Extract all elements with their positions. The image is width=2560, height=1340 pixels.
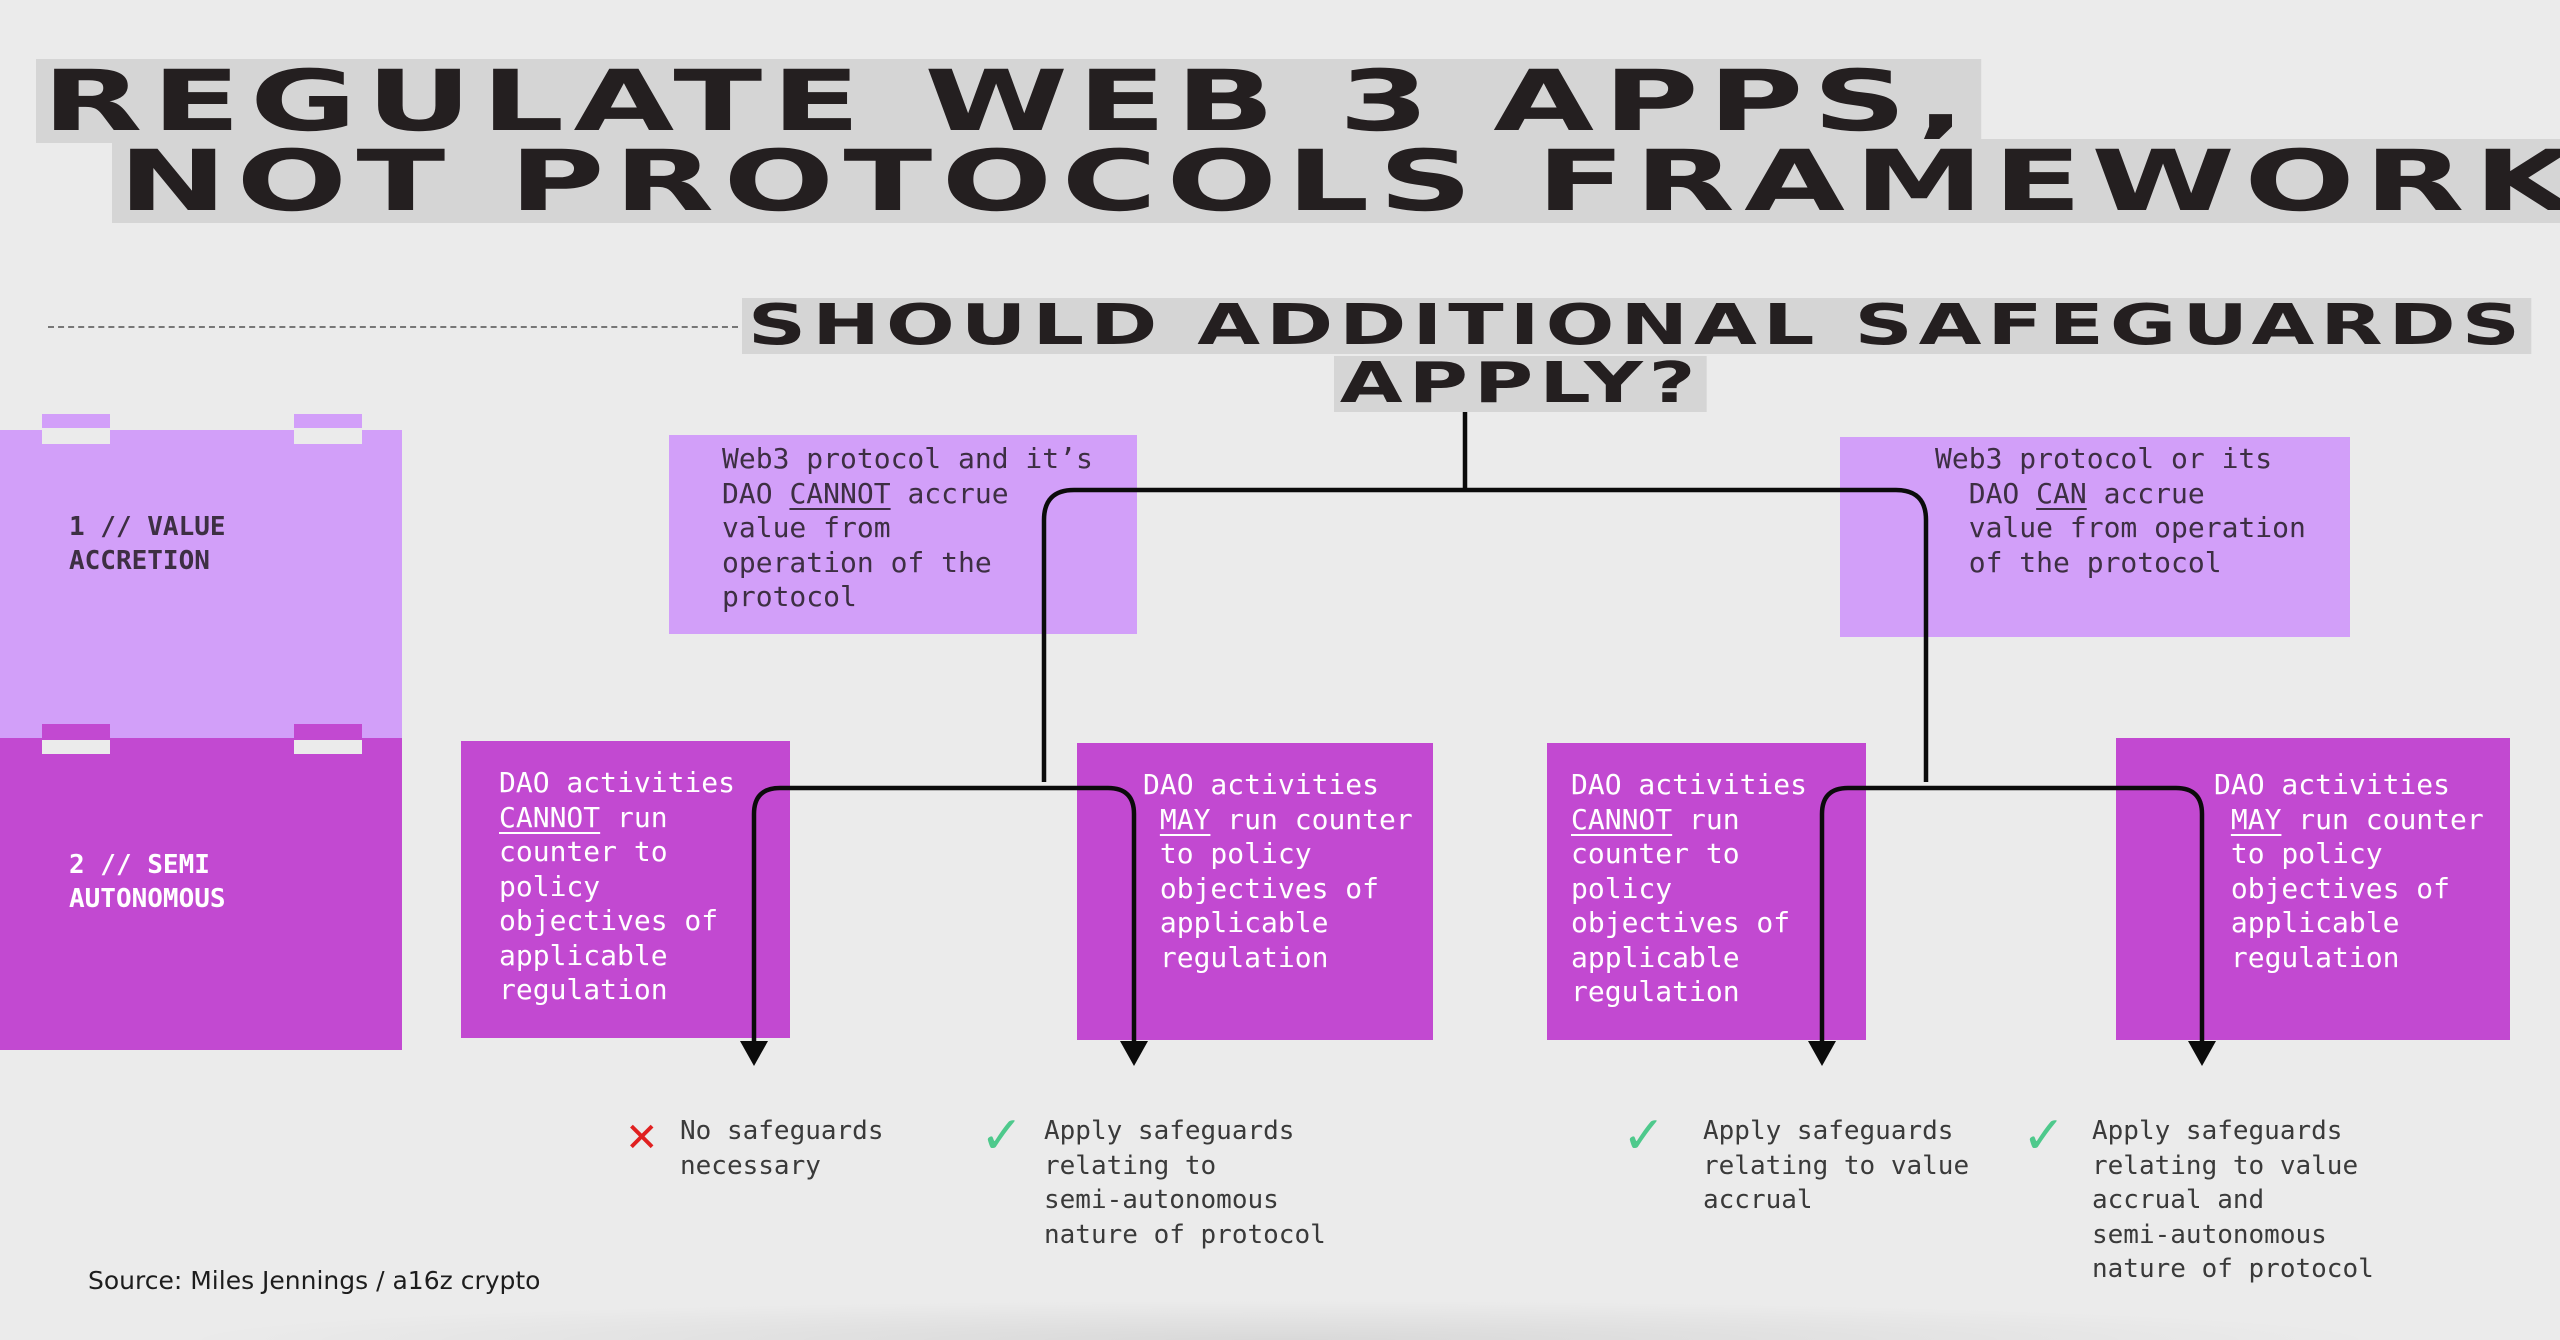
bottom-shadow — [160, 1300, 2400, 1340]
semi-autonomous-box-2: DAO activities MAY run counter to policy… — [1077, 743, 1433, 1040]
outcome-text-1: No safeguards necessary — [680, 1116, 884, 1181]
title-line-1: REGULATE WEB 3 APPS, — [36, 59, 1981, 143]
box-emphasis: CANNOT — [1571, 802, 1673, 836]
outcome-text-4: Apply safeguards relating to value accru… — [2092, 1116, 2374, 1284]
box-text: run counter to policy objectives of appl… — [1159, 802, 1413, 974]
box-text: DAO activities — [499, 766, 736, 799]
legend-label-semi-autonomous: 2 // SEMI AUTONOMOUS — [69, 850, 226, 914]
arrowhead — [740, 1041, 768, 1066]
box-text: DAO activities — [1571, 768, 1808, 801]
box-text: Web3 protocol or its DAO — [1935, 442, 2273, 510]
legend-tab — [294, 414, 362, 428]
legend-tab-notch — [42, 430, 110, 444]
dashed-divider-left — [48, 326, 738, 328]
connector-top-bar — [1041, 487, 1929, 782]
outcome-text-2: Apply safeguards relating to semi-autono… — [1044, 1116, 1326, 1250]
box-text: run counter to policy objectives of appl… — [1571, 802, 1791, 1009]
question-line-1: SHOULD ADDITIONAL SAFEGUARDS — [742, 298, 2532, 354]
legend-label-value-accretion: 1 // VALUE ACCRETION — [69, 512, 226, 576]
box-text: accrue value from operation of the proto… — [722, 476, 1009, 614]
arrowhead — [2188, 1041, 2216, 1066]
legend-semi-autonomous: 2 // SEMI AUTONOMOUS — [0, 724, 402, 1050]
question-line-2: APPLY? — [1334, 356, 1708, 412]
legend-tab-notch — [294, 740, 362, 754]
legend-tab — [42, 414, 110, 428]
outcome-text-3: Apply safeguards relating to value accru… — [1703, 1116, 1970, 1215]
arrowhead — [1808, 1041, 1836, 1066]
box-emphasis: CANNOT — [789, 476, 891, 510]
check-icon: ✓ — [980, 1106, 1024, 1166]
box-text: Web3 protocol and it’s DAO — [722, 442, 1093, 510]
source-credit: Source: Miles Jennings / a16z crypto — [88, 1266, 541, 1295]
title-line-2: NOT PROTOCOLS FRAMEWORK — [112, 139, 2560, 223]
legend-tab — [294, 724, 362, 738]
box-emphasis: CANNOT — [499, 800, 601, 834]
box-emphasis: MAY — [2230, 802, 2282, 836]
value-accretion-can-box: Web3 protocol or its DAO CAN accrue valu… — [1840, 437, 2350, 637]
box-text: run counter to policy objectives of appl… — [2230, 802, 2484, 974]
check-icon: ✓ — [2022, 1106, 2066, 1166]
semi-autonomous-box-4: DAO activities MAY run counter to policy… — [2116, 738, 2510, 1040]
box-text: DAO activities — [2214, 768, 2451, 801]
legend-tab-notch — [294, 430, 362, 444]
legend-tab-notch — [42, 740, 110, 754]
semi-autonomous-box-3: DAO activities CANNOT run counter to pol… — [1547, 743, 1866, 1040]
box-emphasis: CAN — [2036, 476, 2087, 510]
arrowhead — [1120, 1041, 1148, 1066]
semi-autonomous-box-1: DAO activities CANNOT run counter to pol… — [461, 741, 790, 1038]
check-icon: ✓ — [1622, 1106, 1666, 1166]
box-text: accrue value from operation of the proto… — [1968, 476, 2306, 579]
value-accretion-cannot-box: Web3 protocol and it’s DAO CANNOT accrue… — [669, 435, 1137, 634]
box-text: run counter to policy objectives of appl… — [499, 800, 719, 1007]
legend-value-accretion: 1 // VALUE ACCRETION — [0, 414, 402, 738]
cross-icon: ✕ — [625, 1115, 659, 1161]
box-emphasis: MAY — [1159, 802, 1211, 836]
legend-tab — [42, 724, 110, 738]
